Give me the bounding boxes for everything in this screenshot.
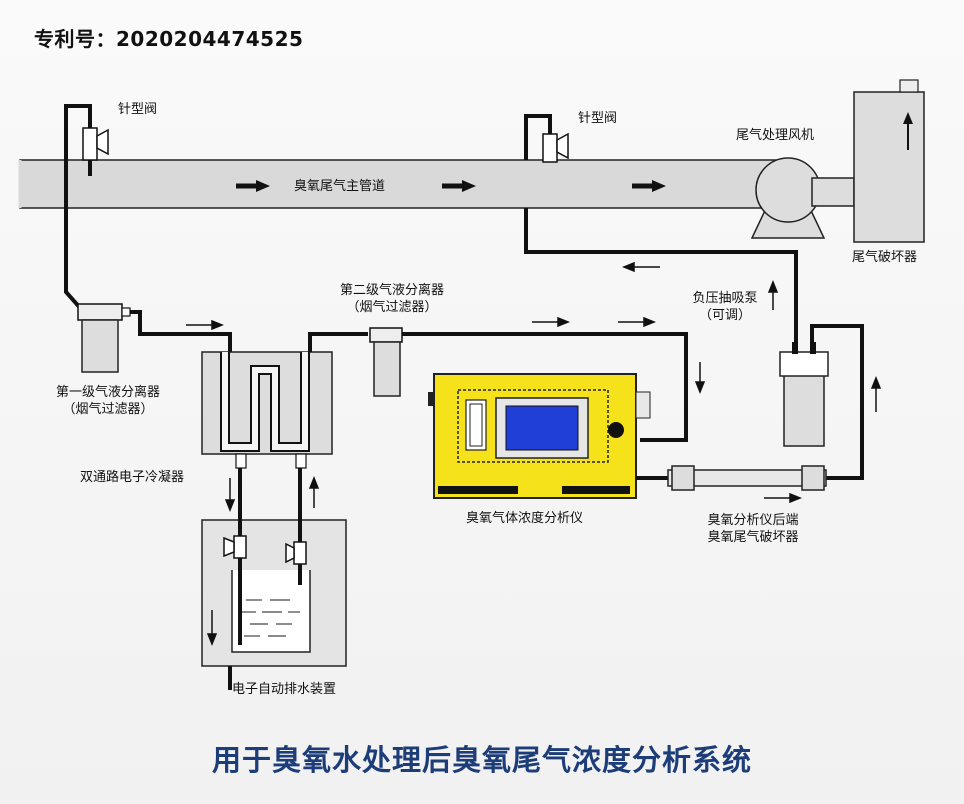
stage1-separator-label: 第一级气液分离器 （烟气过滤器） (36, 384, 180, 418)
return-flow-arrows (621, 261, 779, 310)
stage2-separator-label: 第二级气液分离器 （烟气过滤器） (320, 282, 464, 316)
rear-destroyer-label: 臭氧分析仪后端 臭氧尾气破坏器 (690, 512, 816, 546)
stage2-separator-label-line1: 第二级气液分离器 (339, 283, 444, 298)
flow-arrow-to-condenser (186, 319, 225, 331)
rear-destroyer-label-line1: 臭氧分析仪后端 (707, 513, 799, 528)
analyzer-label: 臭氧气体浓度分析仪 (466, 511, 584, 526)
drain-valves (223, 453, 307, 565)
fan-label: 尾气处理风机 (736, 128, 815, 143)
tail-destroyer-label: 尾气破坏器 (852, 250, 918, 265)
needle-valve-2 (542, 132, 569, 163)
ozone-analyzer (428, 373, 651, 499)
needle-valve-1-label: 针型阀 (118, 102, 158, 117)
sampling-line-2 (524, 114, 798, 352)
line-to-condenser (130, 310, 232, 355)
line-to-analyzer (402, 332, 688, 442)
drain-device-label: 电子自动排水装置 (232, 682, 337, 697)
stage1-separator (77, 303, 131, 373)
condenser-label: 双通路电子冷凝器 (80, 470, 185, 485)
suction-pump (779, 342, 829, 447)
drain-flow-arrows (206, 475, 320, 647)
main-pipe-flow-arrows (236, 180, 666, 192)
line-to-separator2 (308, 332, 368, 352)
dual-channel-condenser (201, 351, 333, 455)
tail-destroyer-tank (853, 79, 925, 243)
rear-tail-destroyer (667, 465, 827, 491)
line-to-rear-destroyer (636, 324, 864, 480)
pump-label: 负压抽吸泵 （可调） (676, 290, 774, 324)
stage2-separator-label-line2: （烟气过滤器） (346, 300, 438, 315)
sampling-line-1 (64, 104, 92, 312)
stage1-separator-label-line1: 第一级气液分离器 (55, 385, 160, 400)
analyzer-inflow-arrows (532, 316, 706, 395)
main-pipe (18, 159, 781, 209)
tail-fan (750, 157, 855, 239)
needle-valve-1 (82, 127, 109, 161)
pump-label-line1: 负压抽吸泵 (692, 291, 758, 306)
diagram-title: 用于臭氧水处理后臭氧尾气浓度分析系统 (211, 743, 752, 777)
rear-destroyer-arrows (764, 375, 882, 504)
pump-label-line2: （可调） (698, 308, 751, 323)
patent-number: 专利号：2020204474525 (34, 27, 304, 51)
rear-destroyer-label-line2: 臭氧尾气破坏器 (707, 530, 799, 545)
main-pipe-label: 臭氧尾气主管道 (294, 179, 386, 194)
stage2-separator (369, 327, 403, 397)
needle-valve-2-label: 针型阀 (578, 111, 618, 126)
stage1-separator-label-line2: （烟气过滤器） (62, 402, 154, 417)
